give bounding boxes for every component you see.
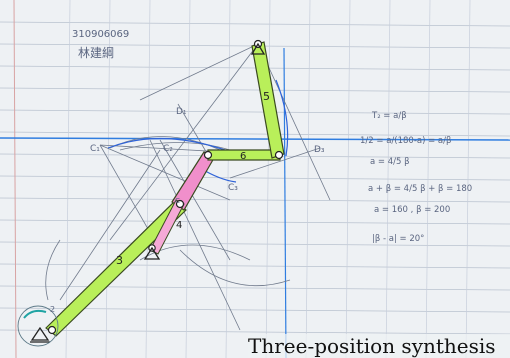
ground-left-icon (30, 326, 50, 341)
link-label-3: 3 (116, 254, 123, 267)
link-label-6: 6 (240, 151, 246, 162)
label-c: C (175, 197, 180, 205)
label-c1: C₁ (90, 144, 100, 154)
joint-ground-left (47, 325, 57, 335)
label-c3: C₃ (228, 183, 238, 193)
note-line-4: a + β = 4/5 β + β = 180 (368, 184, 472, 194)
ground-mid-icon (143, 246, 161, 260)
note-line-2: 1/2 = a/(180-a) = a/β (360, 136, 451, 146)
joints (47, 39, 284, 335)
label-c2: C₂ (163, 144, 173, 154)
margin-line (13, 0, 17, 358)
ground-top-icon (250, 42, 266, 55)
ground-symbols (30, 42, 266, 343)
joint-d (274, 150, 284, 160)
note-line-1: T₂ = a/β (371, 111, 407, 121)
calculation-notes: T₂ = a/β 1/2 = a/(180-a) = a/β a = 4/5 β… (360, 111, 472, 244)
student-id: 310906069 (72, 29, 129, 40)
link-label-4: 4 (176, 220, 182, 231)
vertical-rules (65, 0, 471, 358)
note-line-5: a = 160 , β = 200 (374, 205, 450, 215)
note-line-3: a = 4/5 β (370, 157, 410, 167)
label-d3: D₃ (314, 145, 325, 155)
horizontal-axis (0, 137, 510, 141)
label-d1: D₁ (176, 107, 187, 117)
link-label-5: 5 (263, 90, 270, 103)
joint-b (203, 150, 213, 160)
link-label-2: 2 (50, 305, 55, 314)
note-line-6: |β - a| = 20° (372, 234, 424, 244)
ruled-lines (0, 21, 510, 335)
vertical-axis (283, 47, 287, 358)
crank-arc (23, 309, 47, 319)
joint-c (175, 199, 185, 209)
student-name: 林建綱 (78, 46, 114, 60)
crank-circle (17, 305, 59, 347)
caption-text: Three-position synthesis (248, 334, 510, 358)
